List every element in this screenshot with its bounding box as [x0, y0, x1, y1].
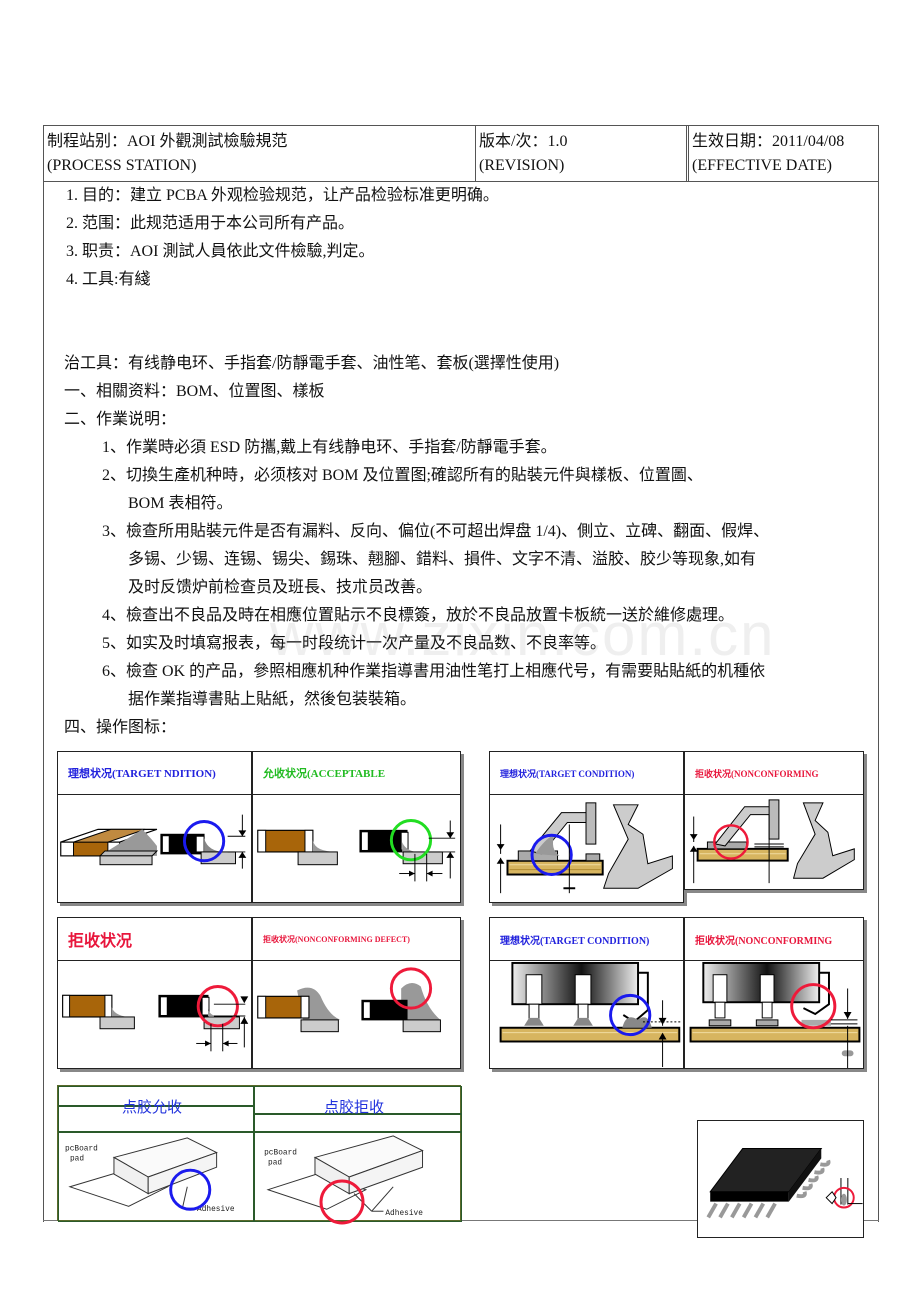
chip-reject-diagram	[58, 961, 251, 1068]
revision-label: 版本/次：1.0	[479, 133, 568, 150]
panel-jlead-nonconforming: 拒收状况(NONCONFORMING	[684, 917, 864, 1069]
chip-reject-illustration	[62, 985, 249, 1052]
panel-gullwing-nonconforming: 拒收状况(NONCONFORMING	[684, 751, 864, 890]
gullwing-target-diagram	[490, 795, 683, 902]
jlead-target-diagram	[490, 961, 683, 1068]
glue-accept-header-top	[58, 1086, 254, 1106]
responsibility-line: 3. 职责：AOI 測試人員依此文件檢驗,判定。	[66, 243, 375, 260]
process-station-cell: 制程站别：AOI 外觀測試檢驗規范 (PROCESS STATION)	[44, 126, 476, 181]
process-station-label: 制程站别：AOI 外觀測試檢驗規范	[47, 133, 288, 150]
chip-acceptable-diagram	[253, 795, 460, 902]
chip-reject-defect-diagram	[253, 961, 460, 1068]
watermark: www.zixin.com.cn	[270, 601, 776, 668]
instruction-1: 1、作業時必須 ESD 防攜,戴上有线静电环、手指套/防靜電手套。	[102, 439, 557, 456]
operation-icons-title: 四、操作图标：	[64, 719, 177, 736]
instruction-5: 5、如实及时填寫报表，每一时段统计一次产量及不良品数、不良率等。	[102, 635, 607, 652]
qfp-lead-illustration	[706, 1148, 863, 1219]
pcboard-pad-label-reject: pcBoard	[264, 1149, 297, 1158]
panel-gullwing-target: 理想状况(TARGET CONDITION)	[489, 751, 684, 903]
jlead-nonconforming-illustration	[689, 961, 861, 1068]
chip-acceptable-illustration	[257, 819, 456, 882]
gullwing-nonconforming-diagram	[685, 795, 863, 889]
revision-cell: 版本/次：1.0 (REVISION)	[476, 126, 689, 181]
instruction-3: 3、檢查所用貼裝元件是否有漏料、反向、偏位(不可超出焊盘 1/4)、側立、立碑、…	[102, 523, 770, 540]
scope-line: 2. 范围：此规范适用于本公司所有产品。	[66, 215, 355, 232]
purpose-line: 1. 目的：建立 PCBA 外观检验规范，让产品检验标准更明确。	[66, 187, 499, 204]
effective-date-label: 生效日期：2011/04/08	[692, 133, 845, 150]
pcboard-pad-label-accept: pcBoard	[65, 1145, 98, 1154]
revision-en: (REVISION)	[479, 157, 565, 174]
panel-jlead-target: 理想状况(TARGET CONDITION)	[489, 917, 684, 1069]
gullwing-nonconforming-illustration	[689, 799, 855, 884]
instruction-2-cont: BOM 表相符。	[128, 495, 233, 512]
tools-line: 4. 工具:有綫	[66, 271, 151, 288]
effective-date-en: (EFFECTIVE DATE)	[692, 157, 832, 174]
chip-target-illustration	[60, 814, 247, 869]
glue-reject-image-cell: pcBoard pad Adhesive	[254, 1132, 462, 1222]
glue-reject-header-top	[254, 1086, 462, 1114]
panel-jlead-target-title: 理想状况(TARGET CONDITION)	[490, 918, 683, 961]
adhesive-label-reject: Adhesive	[385, 1209, 423, 1218]
panel-chip-acceptable: 允收状况(ACCEPTABLE	[252, 751, 461, 903]
glue-accept-title: 点胶允收	[122, 1098, 183, 1116]
instruction-6: 6、檢查 OK 的产品，參照相應机种作業指導書用油性笔打上相應代号，有需要貼貼紙…	[102, 663, 766, 680]
chip-reject-defect-illustration	[257, 967, 441, 1033]
chip-target-diagram	[58, 795, 251, 902]
instruction-4: 4、檢查出不良品及時在相應位置貼示不良標簽，放於不良品放置卡板統一送於維修處理。	[102, 607, 735, 624]
instruction-6-cont: 据作業指導書貼上貼紙，然後包装裝箱。	[128, 691, 417, 708]
instruction-3-cont2: 及时反馈炉前检查员及班長、技朮员改善。	[128, 579, 433, 596]
panel-chip-reject-defect-title: 拒收状况(NONCONFORMING DEFECT)	[253, 918, 460, 961]
jlead-nonconforming-diagram	[685, 961, 863, 1068]
process-station-en: (PROCESS STATION)	[47, 157, 197, 174]
adhesive-label-accept: Adhesive	[197, 1205, 235, 1214]
glue-accept-illustration: pcBoard pad Adhesive	[65, 1137, 235, 1214]
glue-reject-title: 点胶拒收	[324, 1098, 385, 1116]
jlead-target-illustration	[499, 961, 683, 1068]
work-instructions-title: 二、作業说明：	[64, 411, 177, 428]
panel-chip-target-title: 理想状况(TARGET NDITION)	[58, 752, 251, 795]
panel-jlead-nonconforming-title: 拒收状况(NONCONFORMING	[685, 918, 863, 961]
document-header: 制程站别：AOI 外觀測試檢驗規范 (PROCESS STATION) 版本/次…	[43, 125, 879, 182]
fixtures-line: 治工具：有线静电环、手指套/防靜電手套、油性笔、套板(選擇性使用)	[64, 355, 560, 372]
glue-accept-image-cell: pcBoard pad Adhesive	[58, 1132, 254, 1222]
glue-accept-header-bottom	[58, 1106, 254, 1132]
panel-gullwing-target-title: 理想状况(TARGET CONDITION)	[490, 752, 683, 795]
svg-text:pad: pad	[70, 1154, 84, 1163]
panel-chip-reject-title: 拒收状况	[58, 918, 251, 961]
panel-chip-target: 理想状况(TARGET NDITION)	[57, 751, 252, 903]
panel-chip-reject-defect: 拒收状况(NONCONFORMING DEFECT)	[252, 917, 461, 1069]
glue-reject-highlight-circle	[319, 1179, 365, 1225]
svg-text:pad: pad	[268, 1158, 282, 1167]
glue-reject-illustration: pcBoard pad Adhesive	[264, 1135, 424, 1218]
instruction-3-cont1: 多锡、少锡、连锡、锡尖、錫珠、翹腳、錯料、損件、文字不清、溢胶、胶少等现象,如有	[128, 551, 757, 568]
gullwing-target-illustration	[496, 802, 673, 894]
related-docs-line: 一、相關资料：BOM、位置图、樣板	[64, 383, 325, 400]
glue-reject-header-bottom	[254, 1114, 462, 1132]
panel-gullwing-nonconforming-title: 拒收状况(NONCONFORMING	[685, 752, 863, 795]
instruction-2: 2、切換生產机种時，必须核对 BOM 及位置图;確認所有的貼裝元件與樣板、位置圖…	[102, 467, 703, 484]
panel-qfp-lead	[697, 1120, 864, 1238]
glue-table: pcBoard pad Adhesive pcBoard pad Adhesiv…	[57, 1085, 462, 1222]
panel-chip-acceptable-title: 允收状况(ACCEPTABLE	[253, 752, 460, 795]
panel-chip-reject: 拒收状况	[57, 917, 252, 1069]
effective-date-cell: 生效日期：2011/04/08 (EFFECTIVE DATE)	[689, 126, 878, 181]
